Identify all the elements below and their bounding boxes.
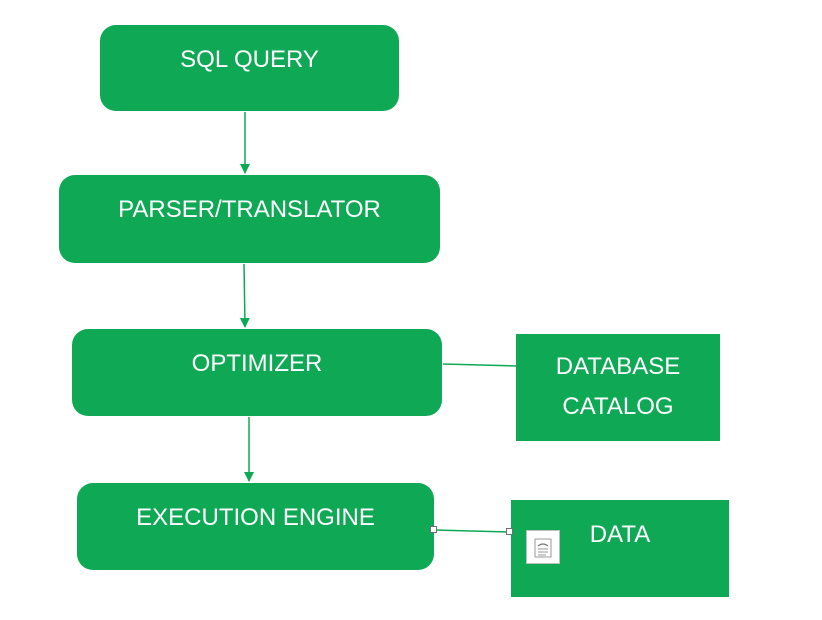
document-icon — [526, 530, 560, 564]
link-optimizer-to-catalog — [442, 363, 517, 367]
data-label: DATA — [589, 521, 651, 548]
execution-engine-node: EXECUTION ENGINE — [77, 483, 434, 570]
arrow-parser-to-optimizer — [239, 263, 250, 328]
optimizer-label: OPTIMIZER — [191, 350, 323, 377]
parser-translator-node: PARSER/TRANSLATOR — [59, 175, 440, 263]
link-execution-to-data — [433, 529, 510, 533]
optimizer-node: OPTIMIZER — [72, 329, 442, 416]
connector-handle-end[interactable] — [506, 528, 513, 535]
parser-translator-label: PARSER/TRANSLATOR — [118, 196, 381, 223]
database-catalog-node: DATABASE CATALOG — [516, 334, 720, 441]
database-catalog-label: DATABASE CATALOG — [555, 353, 681, 420]
sql-query-node: SQL QUERY — [100, 25, 399, 111]
connector-handle-start[interactable] — [430, 526, 437, 533]
sql-query-label: SQL QUERY — [180, 46, 319, 73]
execution-engine-label: EXECUTION ENGINE — [136, 504, 375, 531]
